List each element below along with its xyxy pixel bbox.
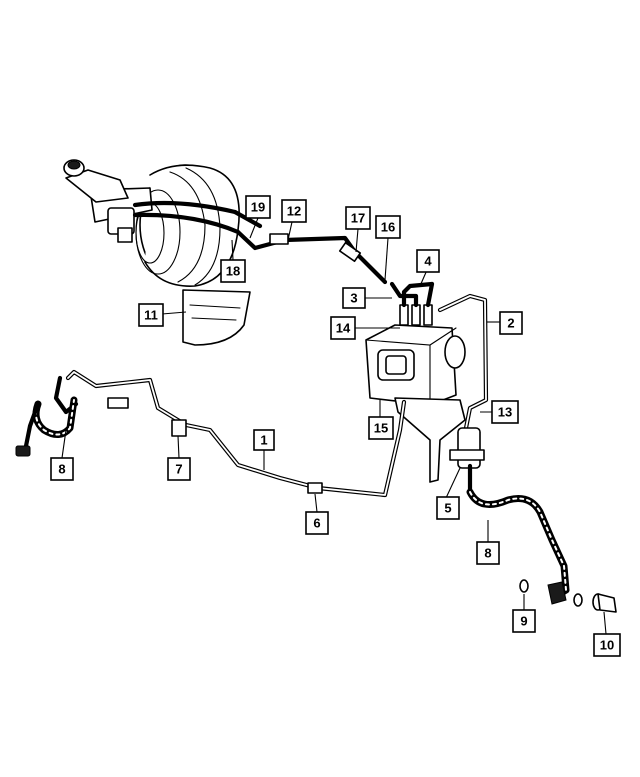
callout-6: 6 — [305, 511, 329, 535]
svg-text:15: 15 — [374, 421, 388, 436]
svg-text:5: 5 — [444, 501, 451, 516]
abs-module — [365, 281, 466, 483]
callout-14: 14 — [330, 316, 356, 340]
callout-7: 7 — [167, 457, 191, 481]
callout-2: 2 — [499, 311, 523, 335]
svg-text:19: 19 — [251, 200, 265, 215]
svg-text:3: 3 — [350, 291, 357, 306]
callout-4: 4 — [416, 249, 440, 273]
banjo-fitting — [547, 581, 567, 605]
svg-text:6: 6 — [313, 516, 320, 531]
svg-text:12: 12 — [287, 204, 301, 219]
brake-hose-right — [449, 427, 570, 600]
leader-lines — [61, 217, 607, 635]
brake-booster-assembly — [63, 159, 388, 287]
callout-12: 12 — [281, 199, 307, 223]
sealing-washer — [519, 579, 529, 593]
svg-text:16: 16 — [381, 220, 395, 235]
callout-13: 13 — [491, 400, 519, 424]
svg-text:11: 11 — [144, 308, 158, 323]
callout-11: 11 — [138, 303, 164, 327]
svg-text:13: 13 — [498, 405, 512, 420]
svg-text:7: 7 — [175, 462, 182, 477]
callout-17: 17 — [345, 206, 371, 230]
svg-text:4: 4 — [424, 254, 432, 269]
callout-5: 5 — [436, 496, 460, 520]
svg-text:8: 8 — [484, 546, 491, 561]
svg-text:1: 1 — [260, 433, 267, 448]
heat-shield — [182, 289, 251, 346]
callout-15: 15 — [368, 416, 394, 440]
svg-text:18: 18 — [226, 264, 240, 279]
svg-text:9: 9 — [520, 614, 527, 629]
banjo-bolt — [592, 593, 617, 613]
svg-text:8: 8 — [58, 462, 65, 477]
callout-10: 10 — [593, 633, 621, 657]
callout-8-right: 8 — [476, 541, 500, 565]
callout-19: 19 — [245, 195, 271, 219]
callout-3: 3 — [342, 287, 366, 309]
svg-text:14: 14 — [336, 321, 351, 336]
brake-lines — [53, 293, 489, 498]
svg-text:10: 10 — [600, 638, 614, 653]
callout-9: 9 — [512, 609, 536, 633]
callout-16: 16 — [375, 215, 401, 239]
callout-1: 1 — [253, 429, 275, 451]
callout-8-left: 8 — [50, 457, 74, 481]
callout-18: 18 — [220, 259, 246, 283]
svg-text:17: 17 — [351, 211, 365, 226]
svg-text:2: 2 — [507, 316, 514, 331]
